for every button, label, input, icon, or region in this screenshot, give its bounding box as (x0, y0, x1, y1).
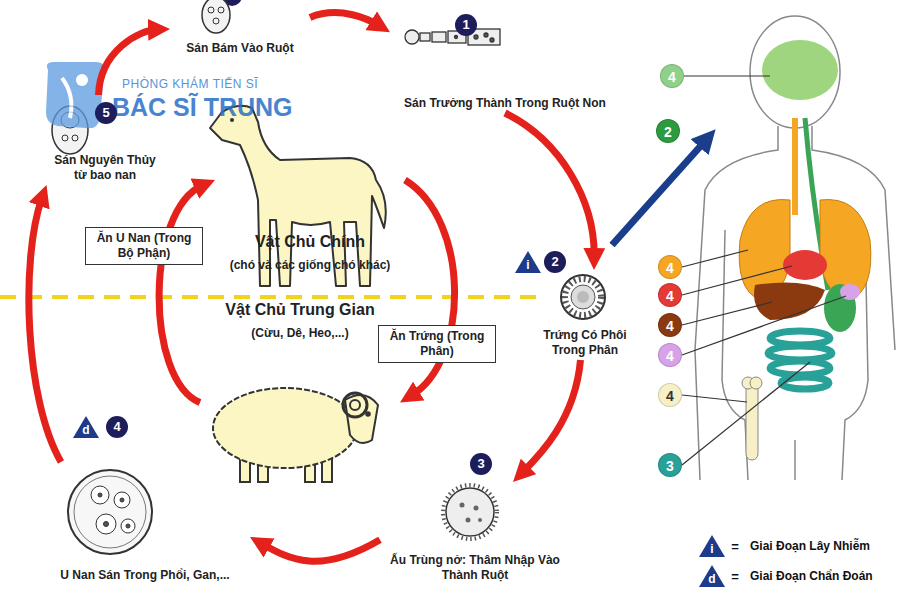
stage-node: Ấu Trùng nở: Thâm Nhập Vào Thành Ruột (380, 482, 570, 587)
legend-symbol: d (699, 565, 725, 587)
callout-number: 5 (95, 102, 117, 124)
cycle-arrow (159, 185, 203, 402)
sheep-illustration (213, 388, 378, 482)
cycle-arrow (522, 360, 580, 473)
stage-marker: i (515, 251, 541, 273)
stage-node: Trứng Có Phôi Trong Phân (540, 270, 630, 360)
legend-equals: = (731, 569, 739, 584)
legend-text: Giai Đoạn Chẩn Đoán (750, 569, 873, 583)
stage-node: Sán Bám Vào Ruột (170, 0, 310, 58)
oncosphere (443, 485, 497, 539)
adult-worm (405, 29, 500, 45)
organ-number: 4 (660, 64, 684, 88)
stage-caption: Ấu Trùng nở: Thâm Nhập Vào Thành Ruột (385, 553, 565, 583)
cycle-arrow (29, 197, 61, 462)
embryonated-egg (561, 275, 605, 319)
stage-marker: d (73, 416, 99, 438)
infection-arrow (612, 140, 706, 245)
stage-caption: Sán Nguyên Thủy từ bao nan (50, 153, 160, 183)
organ-number: 3 (658, 453, 682, 477)
stage-node: Vật Chủ Trung Gian (Cừu, Dê, Heo,...) (200, 298, 400, 488)
stage-caption: U Nan Sán Trong Phổi, Gan,... (43, 568, 248, 583)
cycle-arrow (261, 540, 380, 562)
legend-symbol: i (699, 535, 725, 557)
callout-number: 4 (106, 416, 128, 438)
legend-text: Giai Đoạn Lây Nhiễm (750, 539, 870, 553)
cycle-arrow (310, 13, 379, 26)
cycle-arrow (505, 113, 594, 257)
stage-caption: Vật Chủ Chính (220, 232, 400, 252)
organ-number: 4 (658, 313, 682, 337)
stage-node: Vật Chủ Chính (chó và các giống chó khác) (215, 110, 405, 285)
hydatid-cyst (68, 470, 152, 554)
watermark-text: BÁC SĨ TRUNG (112, 93, 293, 122)
edge-label: Ăn Trứng (Trong Phân) (378, 325, 496, 363)
host-divider (0, 297, 545, 298)
organ-number: 4 (658, 283, 682, 307)
organ-number: 2 (656, 119, 680, 143)
stage-node: U Nan Sán Trong Phổi, Gan,... (40, 462, 250, 587)
edge-label: Ăn U Nan (Trong Bộ Phận) (85, 227, 203, 265)
legend-item: Giai Đoạn Lây Nhiễm (750, 539, 870, 553)
human-body (695, 16, 895, 480)
callout-number: 3 (470, 453, 492, 475)
human-organs (739, 40, 871, 460)
legend-item: Giai Đoạn Chẩn Đoán (750, 569, 873, 583)
stage-caption: Sán Bám Vào Ruột (175, 41, 305, 56)
stage-caption: Sán Trưởng Thành Trong Ruột Non (393, 96, 618, 111)
organ-number: 4 (658, 343, 682, 367)
stage-node: Sán Trưởng Thành Trong Ruột Non (390, 18, 620, 113)
organ-number: 4 (658, 383, 682, 407)
organ-number: 4 (658, 255, 682, 279)
cycle-arrow (405, 180, 455, 396)
stage-caption: Trứng Có Phôi Trong Phân (540, 328, 630, 358)
stage-subcaption: (chó và các giống chó khác) (220, 258, 400, 273)
callout-number: 1 (455, 14, 477, 36)
leader-lines (682, 76, 846, 465)
attached-worm (202, 0, 242, 33)
stage-caption: Vật Chủ Trung Gian (205, 300, 395, 320)
stage-subcaption: (Cừu, Dê, Heo,...) (205, 326, 395, 341)
legend-equals: = (731, 539, 739, 554)
watermark-text: PHÒNG KHÁM TIẾN SĨ (122, 77, 258, 91)
callout-number: 2 (544, 251, 566, 273)
